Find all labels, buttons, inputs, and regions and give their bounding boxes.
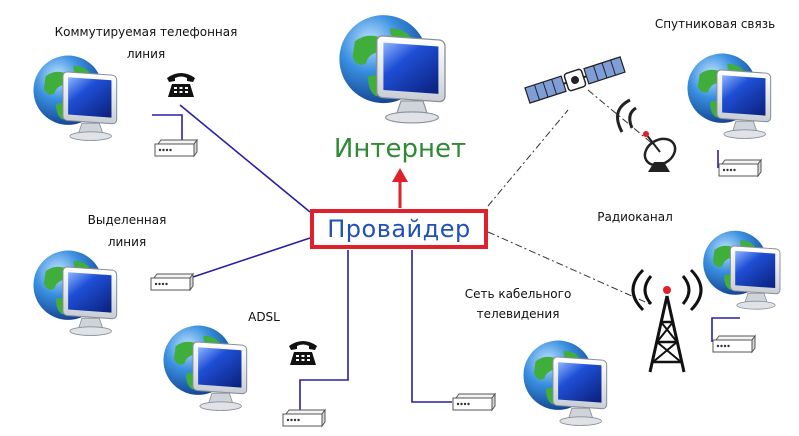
- globe-monitor-icon: [522, 340, 608, 426]
- link-dialup: [179, 104, 311, 213]
- link-radio-pc: [711, 317, 740, 342]
- leased-label-line1: Выделенная: [87, 213, 167, 227]
- modem-icon: [282, 409, 326, 427]
- link-adsl: [299, 250, 349, 412]
- globe-monitor-icon: [338, 14, 446, 124]
- cable-label-line2: телевидения: [476, 307, 560, 321]
- modem-icon: [718, 159, 762, 177]
- wireless-satellite: [487, 109, 569, 207]
- modem-icon: [150, 273, 194, 291]
- modem-icon: [712, 335, 756, 353]
- internet-label: Интернет: [333, 134, 467, 164]
- dialup-label-line1: Коммутируемая телефонная: [54, 25, 238, 39]
- modem-icon: [452, 393, 496, 411]
- provider-label: Провайдер: [327, 215, 471, 243]
- globe-monitor-icon: [686, 53, 772, 139]
- wireless-links: [487, 89, 661, 306]
- connection-lines: [152, 104, 740, 412]
- link-cable: [411, 250, 452, 403]
- radio-label: Радиоканал: [597, 210, 673, 224]
- radio-tower-icon: [631, 268, 703, 373]
- globe-monitor-icon: [32, 55, 118, 141]
- leased-label-line2: линия: [107, 235, 147, 249]
- telephone-icon: [167, 73, 195, 97]
- satellite-icon: [524, 56, 626, 104]
- link-leased: [189, 237, 311, 279]
- globe-monitor-icon: [32, 250, 118, 336]
- adsl-label: ADSL: [248, 310, 280, 324]
- dialup-label-line2: линия: [126, 47, 166, 61]
- modem-icon: [154, 139, 198, 157]
- telephone-icon: [289, 341, 317, 365]
- cable-label-line1: Сеть кабельного: [464, 287, 572, 301]
- link-dialup-modem: [152, 114, 183, 140]
- globe-monitor-icon: [162, 325, 248, 411]
- wireless-sat-dish: [587, 89, 661, 151]
- up-arrow-icon: [392, 168, 408, 208]
- satellite-label: Спутниковая связь: [654, 17, 776, 31]
- provider-box: Провайдер: [310, 209, 488, 249]
- globe-monitor-icon: [702, 230, 781, 310]
- satellite-dish-icon: [616, 98, 677, 172]
